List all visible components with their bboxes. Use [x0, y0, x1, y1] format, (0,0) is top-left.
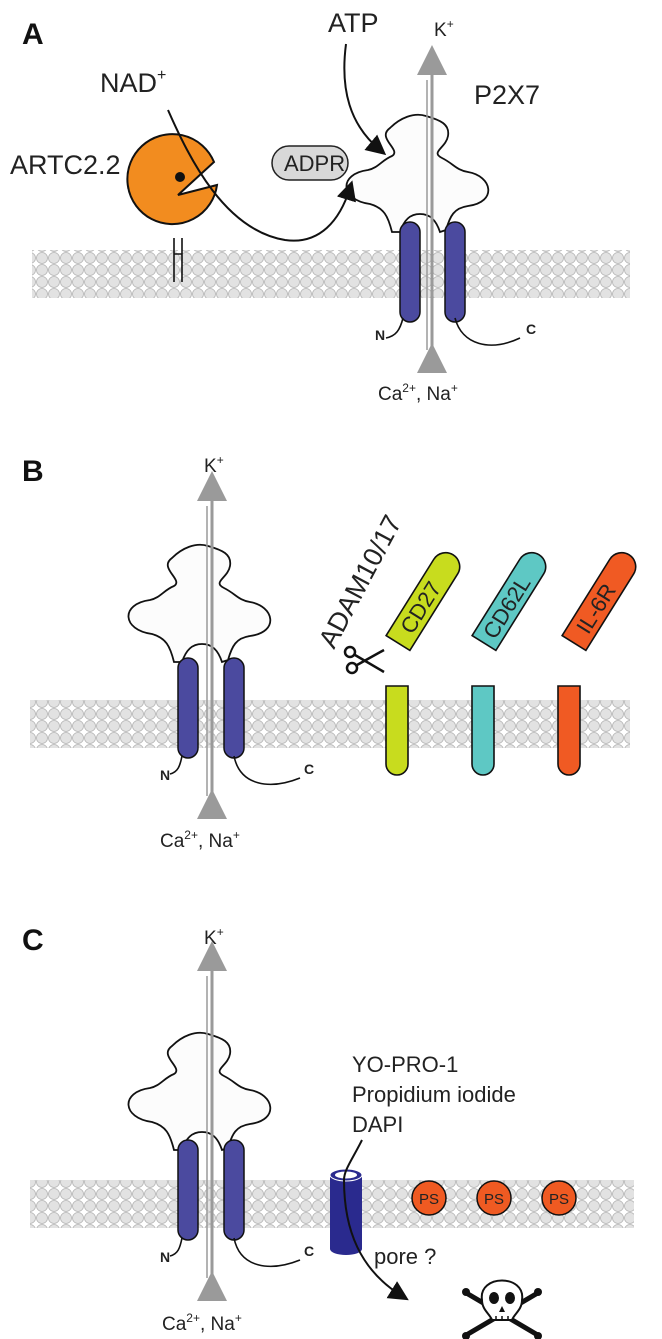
cd27-stub [385, 685, 409, 776]
adpr-label: ADPR [284, 151, 345, 176]
ca-na-label-a: Ca2+, Na+ [378, 381, 458, 405]
pore-cylinder [329, 1168, 363, 1255]
ps-circle-1: PS [411, 1180, 447, 1216]
dye-label-pi: Propidium iodide [352, 1082, 516, 1107]
cd27-ectodomain: CD27 [385, 551, 461, 652]
c-terminal-tail-c [233, 1237, 301, 1268]
c-terminal-tail-a [454, 317, 521, 346]
nad-label: NAD+ [100, 67, 166, 98]
pore-label: pore ? [374, 1244, 436, 1269]
cd62l-stub [471, 685, 495, 776]
artc22-label: ARTC2.2 [10, 150, 121, 180]
nad-transfer-arrow [167, 109, 356, 242]
membrane-b-cut-gap [322, 650, 622, 682]
n-terminal-label-a: N [375, 327, 385, 343]
c-terminal-label-c: C [304, 1243, 314, 1259]
panel-a-label: A [22, 18, 44, 51]
c-terminal-tail-b [233, 755, 301, 786]
n-terminal-label-b: N [160, 767, 170, 783]
ca-na-label-c: Ca2+, Na+ [162, 1311, 242, 1335]
p2x7-extracellular-loop-b [127, 543, 272, 663]
atp-label: ATP [328, 8, 379, 38]
cd62l-ectodomain: CD62L [471, 551, 547, 652]
dye-label-yopro: YO-PRO-1 [352, 1052, 458, 1077]
p2x7-helix-right-a [444, 221, 466, 323]
k-ion-label-b: K+ [204, 453, 224, 477]
svg-text:PS: PS [549, 1191, 569, 1208]
c-terminal-label-a: C [526, 321, 536, 337]
p2x7-helix-left-c [177, 1139, 199, 1241]
p2x7-helix-left-a [399, 221, 421, 323]
n-terminal-tail-b [169, 755, 183, 775]
p2x7-helix-left-b [177, 657, 199, 759]
panel-c-label: C [22, 924, 44, 957]
atp-arrow [343, 43, 387, 156]
panel-a: A N C K+ Ca2+, Na+ ATP P2X7 NAD+ ARTC2.2 [10, 8, 630, 405]
panel-c: C N C K+ Ca2+, Na+ YO-PRO-1 Propidium io… [22, 924, 634, 1339]
il6r-stub [557, 685, 581, 776]
k-ion-label-a: K+ [434, 17, 454, 41]
scissors-icon [343, 645, 385, 675]
n-terminal-label-c: N [160, 1249, 170, 1265]
dye-entry-arrow [342, 1139, 409, 1301]
ps-circle-3: PS [541, 1180, 577, 1216]
skull-crossbones-icon [462, 1279, 542, 1339]
panel-b: B N C K+ Ca2+, Na+ ADAM10/17 CD27 CD62L [22, 453, 637, 852]
il6r-ectodomain: IL-6R [561, 551, 637, 652]
p2x7-label-a: P2X7 [474, 80, 540, 110]
artc22-enzyme [126, 133, 219, 282]
p2x7-helix-right-b [223, 657, 245, 759]
p2x7-extracellular-loop-a [345, 113, 490, 233]
ps-circle-2: PS [476, 1180, 512, 1216]
c-terminal-label-b: C [304, 761, 314, 777]
membrane-b [30, 700, 630, 748]
svg-text:PS: PS [419, 1191, 439, 1208]
n-terminal-tail-c [169, 1237, 183, 1257]
p2x7-helix-right-c [223, 1139, 245, 1241]
p2x7-extracellular-loop-c [127, 1031, 272, 1151]
panel-b-label: B [22, 455, 44, 488]
k-ion-label-c: K+ [204, 925, 224, 949]
ca-na-label-b: Ca2+, Na+ [160, 828, 240, 852]
adpr-tag [271, 145, 349, 181]
dye-label-dapi: DAPI [352, 1112, 403, 1137]
n-terminal-tail-a [385, 317, 404, 339]
svg-text:PS: PS [484, 1191, 504, 1208]
membrane-a [32, 250, 630, 298]
